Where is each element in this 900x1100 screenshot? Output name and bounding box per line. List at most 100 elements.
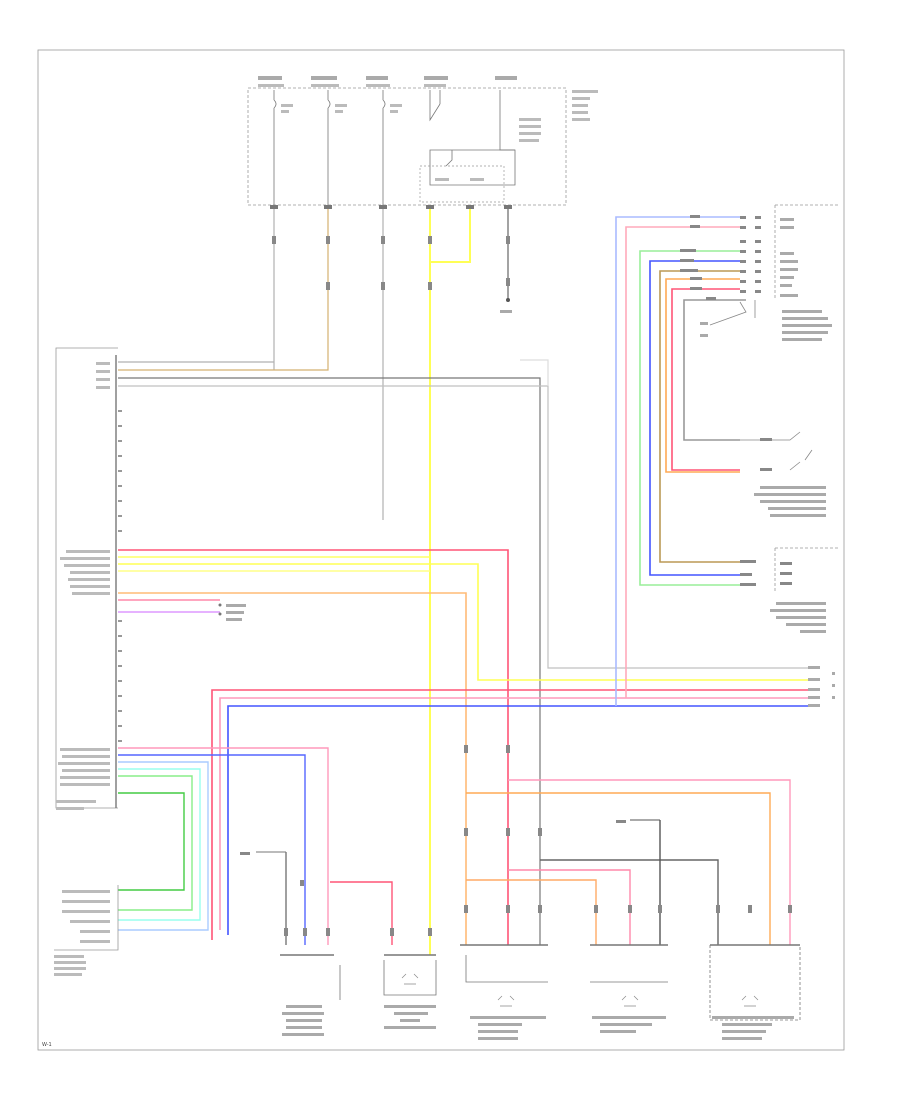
component-label-line — [400, 1019, 420, 1022]
wire-cyan — [118, 768, 201, 921]
module-label — [754, 486, 826, 517]
wire-lgreen — [118, 775, 193, 911]
module-outline — [774, 547, 840, 592]
connector-label — [808, 704, 820, 707]
connector-label — [808, 696, 820, 699]
module-label-line — [786, 623, 826, 626]
right-switch-module — [740, 431, 826, 517]
pin-tick — [118, 650, 122, 652]
fuse-value-block — [519, 132, 541, 135]
component-label-line — [470, 1016, 546, 1019]
fuse-label-block — [311, 76, 337, 80]
right-edge-connector — [808, 666, 835, 707]
wire-pink — [625, 226, 740, 698]
pin-label — [780, 572, 792, 575]
pin — [740, 260, 746, 263]
internal-switch — [700, 300, 756, 337]
pin-tick — [118, 425, 122, 427]
pin-label — [66, 550, 110, 553]
pin-label — [62, 910, 110, 913]
pin-label — [760, 438, 772, 441]
pin-label — [54, 967, 86, 970]
wire-dark — [540, 859, 719, 945]
module-label-line — [760, 500, 826, 503]
fuse-value-block — [572, 104, 588, 107]
component-label-line — [592, 1016, 666, 1019]
fuse-symbol — [273, 90, 277, 205]
pin-label — [60, 748, 110, 751]
pin-label — [96, 370, 110, 373]
pin-label — [780, 294, 798, 297]
control-unit-lower — [54, 885, 119, 976]
switch-symbol — [740, 431, 813, 471]
module-label-line — [800, 630, 826, 633]
wire-pink — [508, 869, 631, 945]
relay-contact — [445, 150, 453, 167]
pin — [755, 240, 761, 243]
pin-labels — [54, 890, 110, 976]
wire-marker — [464, 905, 468, 913]
relay-inner-box — [419, 165, 505, 203]
pin — [755, 290, 761, 293]
pin-label — [80, 940, 110, 943]
fuse-label-block — [424, 84, 446, 87]
component-label-line — [478, 1030, 518, 1033]
wire-marker — [748, 905, 752, 913]
component-glyph — [741, 995, 759, 1007]
wire-marker — [428, 236, 432, 244]
pin — [755, 280, 761, 283]
splice-label — [226, 604, 246, 607]
wire-marker — [506, 278, 510, 286]
pin — [324, 205, 332, 209]
bottom-components — [339, 945, 801, 1021]
pin-label — [70, 585, 110, 588]
switch-label — [700, 322, 708, 325]
pin — [755, 270, 761, 273]
wire-marker — [300, 880, 304, 886]
component-glyphs — [401, 973, 759, 1007]
ground-label — [240, 852, 250, 855]
pin-label — [54, 955, 84, 958]
pin-label — [60, 776, 110, 779]
component-a — [465, 955, 548, 983]
wire-red — [671, 288, 740, 471]
wire-yellow — [118, 563, 820, 681]
fuse-value-block — [519, 139, 539, 142]
component-label-line — [384, 1005, 436, 1008]
ground-symbols — [240, 819, 660, 855]
fuse-value-block — [572, 97, 590, 100]
fuse-value-block — [390, 110, 398, 113]
pin-label — [740, 573, 752, 576]
wire-gray — [118, 385, 820, 669]
fuse-label-block — [366, 76, 388, 80]
bcm-top-wires — [118, 359, 820, 945]
pin — [755, 260, 761, 263]
component-bars — [280, 944, 800, 956]
pin-label — [96, 362, 110, 365]
wire-marker — [506, 236, 510, 244]
connector-label — [808, 666, 820, 669]
fuse-symbols — [273, 90, 516, 205]
fuse-value-block — [470, 178, 484, 181]
pin-tick — [118, 620, 122, 622]
fuse-box-pins — [270, 205, 512, 209]
pin-label — [56, 800, 96, 803]
right-lower-module — [740, 547, 840, 633]
wire-orange — [118, 592, 467, 945]
relay-inner-box — [429, 149, 516, 186]
wire-pink — [508, 779, 791, 945]
pin-label — [780, 562, 792, 565]
module-label-line — [754, 493, 826, 496]
component-label-line — [282, 1033, 324, 1036]
pin — [504, 205, 512, 209]
fuse-value-block — [572, 111, 588, 114]
wire-marker — [464, 828, 468, 836]
connector-label — [808, 678, 820, 681]
wire-pink — [118, 747, 329, 945]
pin-label — [64, 564, 110, 567]
wire-marker — [284, 928, 288, 936]
component-label-line — [712, 1016, 794, 1019]
component-glyph — [497, 995, 515, 1007]
wire-marker — [506, 905, 510, 913]
